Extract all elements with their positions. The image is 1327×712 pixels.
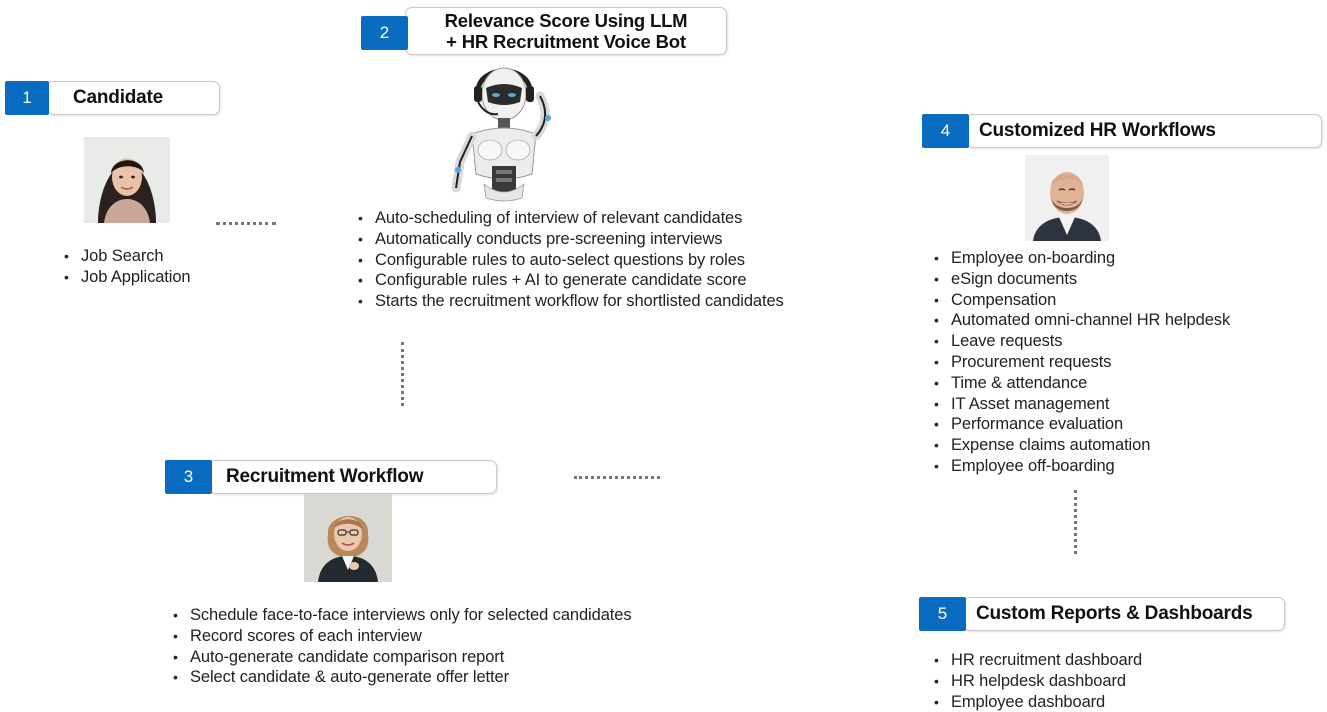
robot-voice-bot-icon: [448, 58, 560, 204]
step-2-title-line-2: + HR Recruitment Voice Bot: [446, 31, 686, 52]
step-2-bullets: Auto-scheduling of interview of relevant…: [356, 208, 784, 312]
list-item: Automated omni-channel HR helpdesk: [932, 310, 1230, 331]
list-item: Employee dashboard: [932, 692, 1142, 712]
connector-3-4: [574, 476, 660, 479]
list-item: Record scores of each interview: [171, 626, 631, 647]
list-item: Automatically conducts pre-screening int…: [356, 229, 784, 250]
step-3-number: 3: [165, 460, 212, 494]
list-item: Job Application: [62, 267, 191, 288]
list-item: Select candidate & auto-generate offer l…: [171, 667, 631, 688]
list-item: Procurement requests: [932, 352, 1230, 373]
connector-4-5: [1074, 490, 1077, 554]
step-4-number: 4: [922, 114, 969, 148]
list-item: Schedule face-to-face interviews only fo…: [171, 605, 632, 626]
step-4-header: 4 Customized HR Workflows: [922, 114, 1322, 148]
list-item: Leave requests: [932, 331, 1230, 352]
step-5-bullets: HR recruitment dashboard HR helpdesk das…: [932, 650, 1142, 712]
list-item: Employee off-boarding: [932, 456, 1230, 477]
list-item: IT Asset management: [932, 394, 1230, 415]
list-item: Performance evaluation: [932, 414, 1230, 435]
step-3-title: Recruitment Workflow: [209, 460, 497, 494]
list-item: Compensation: [932, 290, 1230, 311]
list-item: Configurable rules to auto-select questi…: [356, 250, 784, 271]
list-item: Configurable rules + AI to generate cand…: [356, 270, 784, 291]
list-item: eSign documents: [932, 269, 1230, 290]
connector-2-3: [401, 342, 404, 406]
step-3-header: 3 Recruitment Workflow: [165, 460, 497, 494]
step-2-number: 2: [361, 16, 408, 50]
connector-1-2: [216, 222, 276, 225]
step-4-bullets: Employee on-boarding eSign documents Com…: [932, 248, 1230, 477]
list-item: Auto-generate candidate comparison repor…: [171, 647, 631, 668]
step-3-bullets: Schedule face-to-face interviews only fo…: [171, 605, 632, 688]
step-4-title: Customized HR Workflows: [966, 114, 1322, 148]
list-item: Time & attendance: [932, 373, 1230, 394]
step-1-number: 1: [5, 81, 49, 115]
step-2-title: Relevance Score Using LLM + HR Recruitme…: [405, 7, 727, 55]
recruiter-photo-icon: [304, 494, 392, 582]
list-item: HR helpdesk dashboard: [932, 671, 1142, 692]
list-item: Starts the recruitment workflow for shor…: [356, 291, 784, 312]
step-5-title: Custom Reports & Dashboards: [963, 597, 1285, 631]
step-2-title-line-1: Relevance Score Using LLM: [444, 10, 688, 31]
list-item: Auto-scheduling of interview of relevant…: [356, 208, 784, 229]
candidate-photo-icon: [84, 137, 170, 223]
step-1-bullets: Job Search Job Application: [62, 246, 191, 288]
step-5-header: 5 Custom Reports & Dashboards: [919, 597, 1285, 631]
step-1-title: Candidate: [46, 81, 220, 115]
employee-photo-icon: [1025, 155, 1109, 241]
list-item: Employee on-boarding: [932, 248, 1230, 269]
list-item: Job Search: [62, 246, 191, 267]
list-item: Expense claims automation: [932, 435, 1230, 456]
step-2-header: 2 Relevance Score Using LLM + HR Recruit…: [361, 7, 727, 55]
step-5-number: 5: [919, 597, 966, 631]
list-item: HR recruitment dashboard: [932, 650, 1142, 671]
step-1-header: 1 Candidate: [5, 81, 220, 115]
